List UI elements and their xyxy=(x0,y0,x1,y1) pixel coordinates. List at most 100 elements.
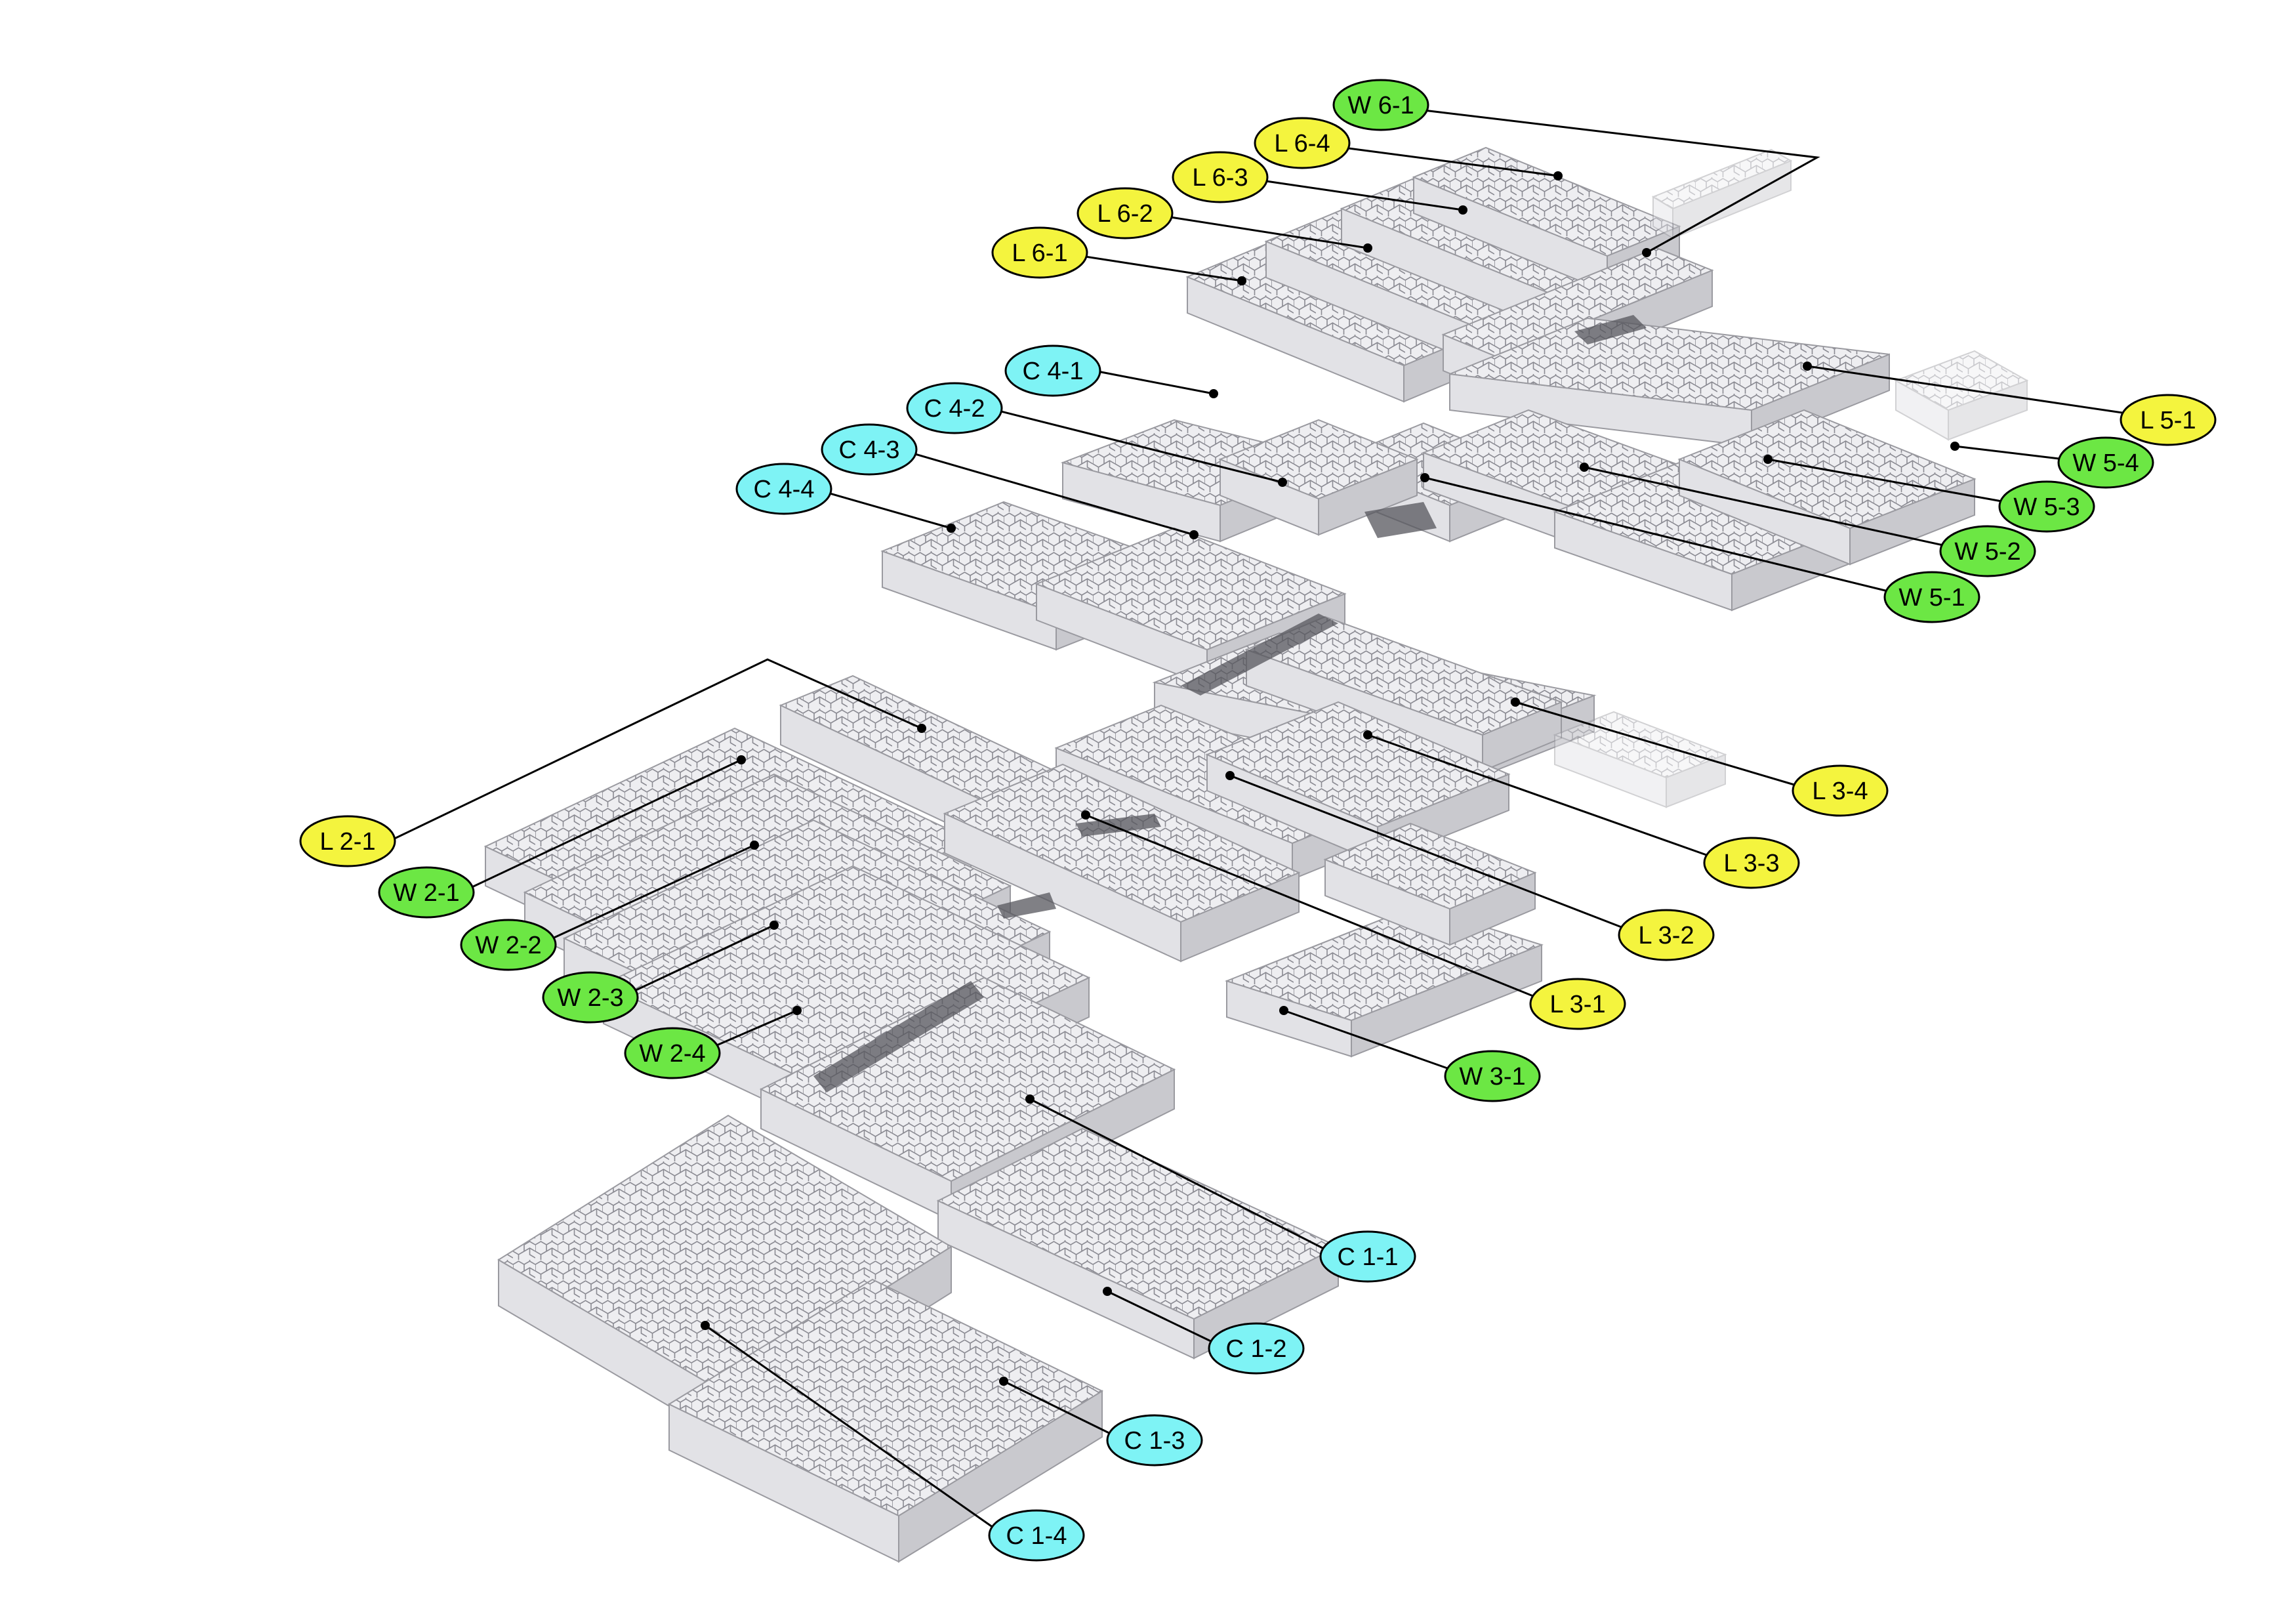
overlap-shadow xyxy=(813,981,984,1093)
label-bubble: W 2-3 xyxy=(542,971,639,1024)
leader-line xyxy=(1807,365,2127,415)
leader-end-dot xyxy=(737,755,746,764)
honeycomb-panel xyxy=(667,1278,1104,1563)
leader-end-dot xyxy=(1279,1006,1288,1015)
label-text: W 3-1 xyxy=(1459,1063,1525,1091)
leader-line xyxy=(1229,774,1626,930)
leader-line xyxy=(713,1009,798,1048)
leader-line xyxy=(1767,458,2006,503)
leader-end-dot xyxy=(1189,530,1199,539)
label-text: L 3-2 xyxy=(1638,922,1694,949)
leader-end-dot xyxy=(1278,478,1287,487)
leader-line xyxy=(1954,445,2065,461)
leader-line xyxy=(1423,109,1820,254)
leader-end-dot xyxy=(1458,205,1467,215)
label-bubble: W 2-4 xyxy=(624,1027,721,1079)
label-bubble: L 6-4 xyxy=(1254,117,1351,169)
leader-line xyxy=(1283,1009,1452,1071)
overlap-shadow xyxy=(997,892,1056,919)
label-ellipse xyxy=(1529,978,1626,1030)
label-ellipse xyxy=(1319,1230,1416,1283)
leader-end-dot xyxy=(769,921,779,930)
overlap-shadow xyxy=(1364,502,1437,538)
label-bubble: L 3-3 xyxy=(1703,837,1800,889)
label-ellipse xyxy=(1998,480,2095,533)
label-bubble: C 4-1 xyxy=(1004,344,1101,397)
label-text: C 4-2 xyxy=(924,395,985,423)
label-bubble: W 2-2 xyxy=(460,919,557,971)
label-text: C 1-2 xyxy=(1226,1335,1287,1363)
label-ellipse xyxy=(991,226,1088,279)
panel-top-face xyxy=(1205,701,1511,828)
leader-end-dot xyxy=(947,524,956,533)
label-ellipse xyxy=(735,463,832,515)
label-bubble: C 4-2 xyxy=(906,382,1003,434)
label-text: W 5-2 xyxy=(1954,538,2020,566)
label-bubble: L 3-2 xyxy=(1618,909,1715,961)
leader-line xyxy=(467,759,742,890)
label-bubble: C 1-2 xyxy=(1208,1322,1305,1375)
leader-line xyxy=(1166,215,1368,249)
panel-top-face xyxy=(943,763,1301,923)
label-bubble: L 2-1 xyxy=(299,815,396,867)
leader-end-dot xyxy=(1511,697,1520,707)
leader-line xyxy=(910,451,1195,536)
label-text: L 3-4 xyxy=(1812,778,1868,805)
label-text: W 5-4 xyxy=(2072,449,2139,477)
label-ellipse xyxy=(460,919,557,971)
label-text: W 2-3 xyxy=(557,984,623,1012)
label-bubble: W 5-4 xyxy=(2057,436,2154,489)
label-text: L 6-3 xyxy=(1192,164,1248,192)
leader-lines xyxy=(388,109,2127,1530)
label-text: L 6-1 xyxy=(1012,239,1067,267)
label-ellipse xyxy=(1106,1414,1203,1467)
label-bubble: W 5-3 xyxy=(1998,480,2095,533)
panel-side-face xyxy=(1672,159,1792,239)
label-bubble: L 3-4 xyxy=(1792,764,1889,817)
label-text: C 1-1 xyxy=(1338,1243,1399,1271)
leader-line xyxy=(1003,1380,1114,1436)
leader-end-dot xyxy=(1081,810,1090,820)
panel-top-face xyxy=(1441,247,1714,359)
label-text: W 5-3 xyxy=(2013,493,2080,521)
panel-top-face xyxy=(1035,527,1347,651)
label-ellipse xyxy=(2120,394,2217,446)
label-ellipse xyxy=(1703,837,1800,889)
label-ellipse xyxy=(1172,151,1269,203)
panel-top-face xyxy=(497,1114,953,1392)
leader-end-dot xyxy=(701,1321,710,1330)
label-text: C 4-3 xyxy=(839,436,900,464)
label-bubble: L 5-1 xyxy=(2120,394,2217,446)
label-bubble: C 4-4 xyxy=(735,463,832,515)
label-bubble: L 6-2 xyxy=(1076,187,1174,239)
panel-top-face xyxy=(1651,148,1793,210)
leader-end-dot xyxy=(1553,171,1563,180)
leader-end-dot xyxy=(1763,455,1773,464)
panel-top-face xyxy=(1323,822,1537,910)
label-bubble: C 1-4 xyxy=(988,1509,1085,1562)
label-ellipse xyxy=(1076,187,1174,239)
label-bubble: W 5-1 xyxy=(1883,571,1980,623)
leader-line xyxy=(1029,1098,1327,1251)
honeycomb-panels xyxy=(483,146,2029,1563)
leader-end-dot xyxy=(1025,1094,1035,1104)
honeycomb-panel xyxy=(1323,822,1537,946)
leader-end-dot xyxy=(1950,442,1959,451)
leader-line xyxy=(1367,734,1711,858)
label-text: L 3-1 xyxy=(1549,991,1605,1018)
label-ellipse xyxy=(378,866,475,919)
label-text: W 2-1 xyxy=(393,879,459,907)
panel-top-face xyxy=(1553,711,1727,779)
leader-line xyxy=(1107,1290,1216,1344)
label-bubble: W 2-1 xyxy=(378,866,475,919)
label-ellipse xyxy=(624,1027,721,1079)
label-bubble: C 4-3 xyxy=(821,423,918,476)
panel-side-face xyxy=(1895,379,1949,441)
honeycomb-panel xyxy=(1449,317,1890,448)
leader-end-dot xyxy=(1420,473,1429,482)
label-ellipse xyxy=(542,971,639,1024)
label-text: W 5-1 xyxy=(1898,584,1965,612)
overlap-shadow xyxy=(1181,614,1338,696)
label-ellipse xyxy=(1444,1050,1541,1102)
